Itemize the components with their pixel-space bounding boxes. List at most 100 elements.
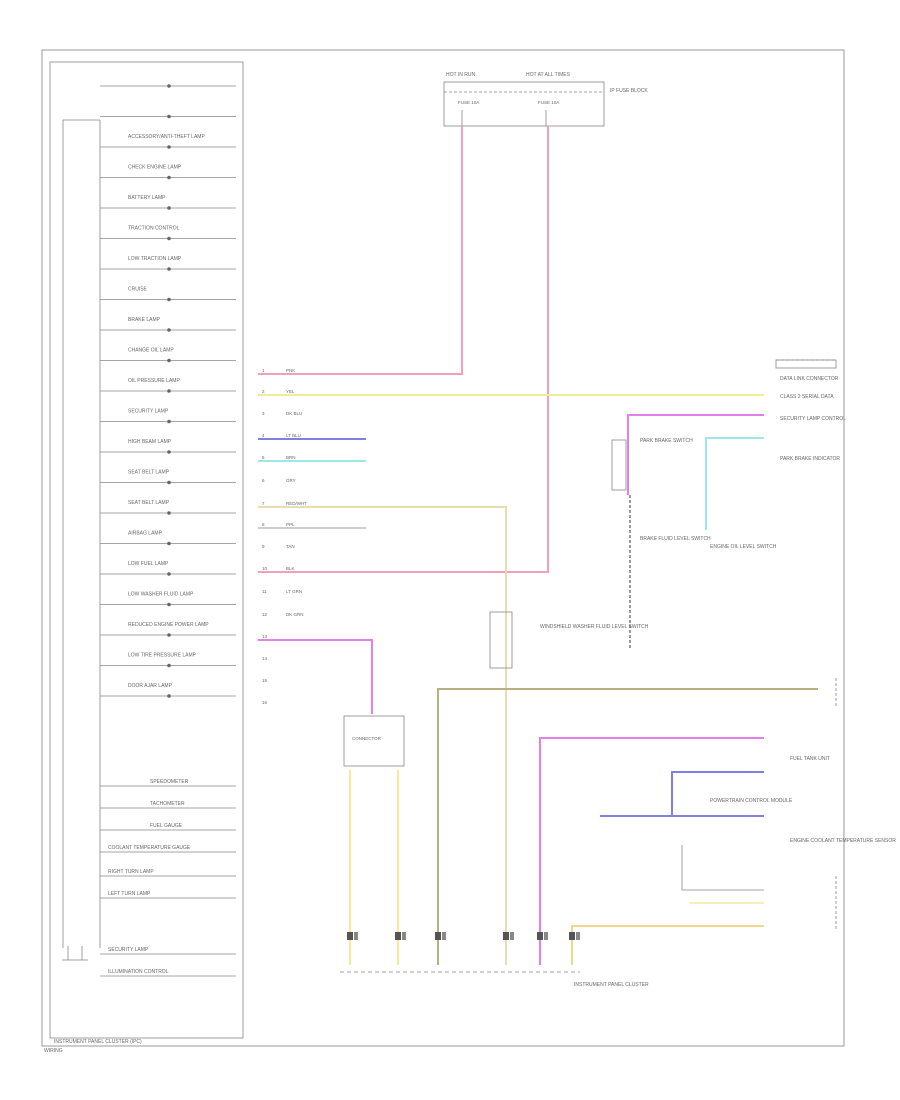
wire-row-color: BRN (286, 455, 296, 460)
lower-row-label: LEFT TURN LAMP (108, 891, 151, 897)
right-component-label: ENGINE COOLANT TEMPERATURE SENSOR (790, 838, 896, 844)
cluster-row-node (167, 328, 171, 332)
lower-row-label: FUEL GAUGE (150, 823, 183, 829)
bottom-pin-mate (576, 932, 580, 940)
wires (258, 126, 818, 965)
wire-row-pin: 16 (262, 700, 268, 705)
wire-row-pin: 6 (262, 478, 265, 483)
cluster-row-node (167, 663, 171, 668)
wire-row-color: BLK (286, 566, 295, 571)
corner-label: WIRING (44, 1048, 63, 1054)
cluster-row-node (167, 145, 171, 149)
wire-row-pin: 13 (262, 634, 268, 639)
cluster-row-node (167, 206, 171, 210)
right-component-label: CLASS 2 SERIAL DATA (780, 394, 834, 400)
cluster-row-node (167, 358, 171, 363)
wire-row-pin: 2 (262, 389, 265, 394)
right-switches (489, 359, 837, 930)
cluster-row-node (167, 511, 171, 515)
cluster-row-label: LOW TRACTION LAMP (128, 256, 182, 262)
cluster-row-label: AIRBAG LAMP (128, 531, 163, 537)
svg-text:FUSE 10A: FUSE 10A (538, 100, 559, 105)
black-wire (629, 495, 764, 891)
cluster-row-label: OIL PRESSURE LAMP (128, 378, 180, 384)
cluster-bus (62, 119, 101, 948)
cluster-row-node (167, 175, 171, 180)
cluster-row-node (167, 602, 171, 607)
cluster-rows: ACCESSORY/ANTI-THEFT LAMP CHECK ENGINE LA… (100, 84, 236, 698)
wire-row-pin: 15 (262, 678, 268, 683)
wire-row-color: PPL (286, 522, 295, 527)
wire-row-pin: 12 (262, 612, 268, 617)
right-component-label: PARK BRAKE INDICATOR (780, 456, 840, 462)
lower-row-label: RIGHT TURN LAMP (108, 869, 154, 875)
right-component-label: SECURITY LAMP CONTROL (780, 416, 846, 422)
bottom-modules: INSTRUMENT PANEL CLUSTER (340, 971, 649, 988)
lower-row-label: COOLANT TEMPERATURE GAUGE (108, 845, 191, 851)
wire-row-pin: 3 (262, 411, 265, 416)
lower-row-label: ILLUMINATION CONTROL (108, 969, 169, 975)
bottom-pin-mate (402, 932, 406, 940)
cluster-row-label: LOW WASHER FLUID LAMP (128, 592, 194, 598)
cluster-row-label: ACCESSORY/ANTI-THEFT LAMP (128, 134, 205, 140)
cluster-row-node (167, 84, 171, 88)
wire-row-color: PNK (286, 368, 295, 373)
bottom-pin (537, 932, 543, 940)
wire-row-color: RED/WHT (286, 501, 307, 506)
bottom-pin-mate (354, 932, 358, 940)
cluster-row-label: TRACTION CONTROL (128, 226, 180, 232)
wire-row-pin: 8 (262, 522, 265, 527)
cluster-row-label: BATTERY LAMP (128, 195, 166, 201)
wire-row-color: DK GRN (286, 612, 304, 617)
wire-row-pin: 4 (262, 433, 265, 438)
connector-c1: CONNECTOR (343, 715, 405, 767)
wire-row-color: LT GRN (286, 589, 302, 594)
cluster-row-node (167, 541, 171, 546)
bottom-pin-mate (510, 932, 514, 940)
top-fuse-block: HOT IN RUN HOT AT ALL TIMES IP FUSE BLOC… (443, 72, 648, 127)
cluster-row-label: SECURITY LAMP (128, 409, 169, 415)
lower-row-label: TACHOMETER (150, 801, 185, 807)
bottom-pin (395, 932, 401, 940)
wire-row-pin: 7 (262, 501, 265, 506)
right-component-label: DATA LINK CONNECTOR (780, 376, 839, 382)
right-component-labels: DATA LINK CONNECTOR CLASS 2 SERIAL DATA SE… (540, 376, 896, 844)
right-component-label: BRAKE FLUID LEVEL SWITCH (640, 536, 711, 542)
wire-row-color: LT BLU (286, 433, 301, 438)
cluster-row-label: DOOR AJAR LAMP (128, 683, 173, 689)
ground-symbol (62, 946, 88, 961)
bottom-pin-mate (544, 932, 548, 940)
cluster-row-label: HIGH BEAM LAMP (128, 439, 172, 445)
diagram-frame (41, 49, 845, 1047)
wire-row-pin: 1 (262, 368, 265, 373)
wire-row-color: TAN (286, 544, 295, 549)
cluster-row-label: CHANGE OIL LAMP (128, 348, 174, 354)
cluster-row-label: SEAT BELT LAMP (128, 470, 170, 476)
cluster-row-label: BRAKE LAMP (128, 317, 161, 323)
cluster-row-label: REDUCED ENGINE POWER LAMP (128, 622, 209, 628)
cluster-row-node (167, 694, 171, 698)
wire-row-color: GRY (286, 478, 296, 483)
svg-text:CONNECTOR: CONNECTOR (352, 736, 382, 741)
svg-text:HOT AT ALL TIMES: HOT AT ALL TIMES (526, 72, 571, 78)
cluster-box (49, 61, 244, 1039)
bottom-pin (347, 932, 353, 940)
cluster-row-node (167, 419, 171, 424)
svg-text:INSTRUMENT PANEL CLUSTER: INSTRUMENT PANEL CLUSTER (574, 982, 649, 988)
svg-text:HOT IN RUN: HOT IN RUN (446, 72, 475, 78)
cluster-row-node (167, 450, 171, 454)
cluster-row-label: LOW FUEL LAMP (128, 561, 169, 567)
cluster-row-label: LOW TIRE PRESSURE LAMP (128, 653, 197, 659)
svg-text:IP FUSE BLOCK: IP FUSE BLOCK (610, 88, 648, 94)
wire-row-color: DK BLU (286, 411, 302, 416)
bottom-pin (503, 932, 509, 940)
cluster-row-node (167, 236, 171, 241)
cluster-row-node (167, 297, 171, 302)
right-component-label: PARK BRAKE SWITCH (640, 438, 693, 444)
wire-row-pin: 14 (262, 656, 268, 661)
cluster-row-label: SEAT BELT LAMP (128, 500, 170, 506)
right-component-label: FUEL TANK UNIT (790, 756, 830, 762)
cluster-row-label: CHECK ENGINE LAMP (128, 165, 182, 171)
